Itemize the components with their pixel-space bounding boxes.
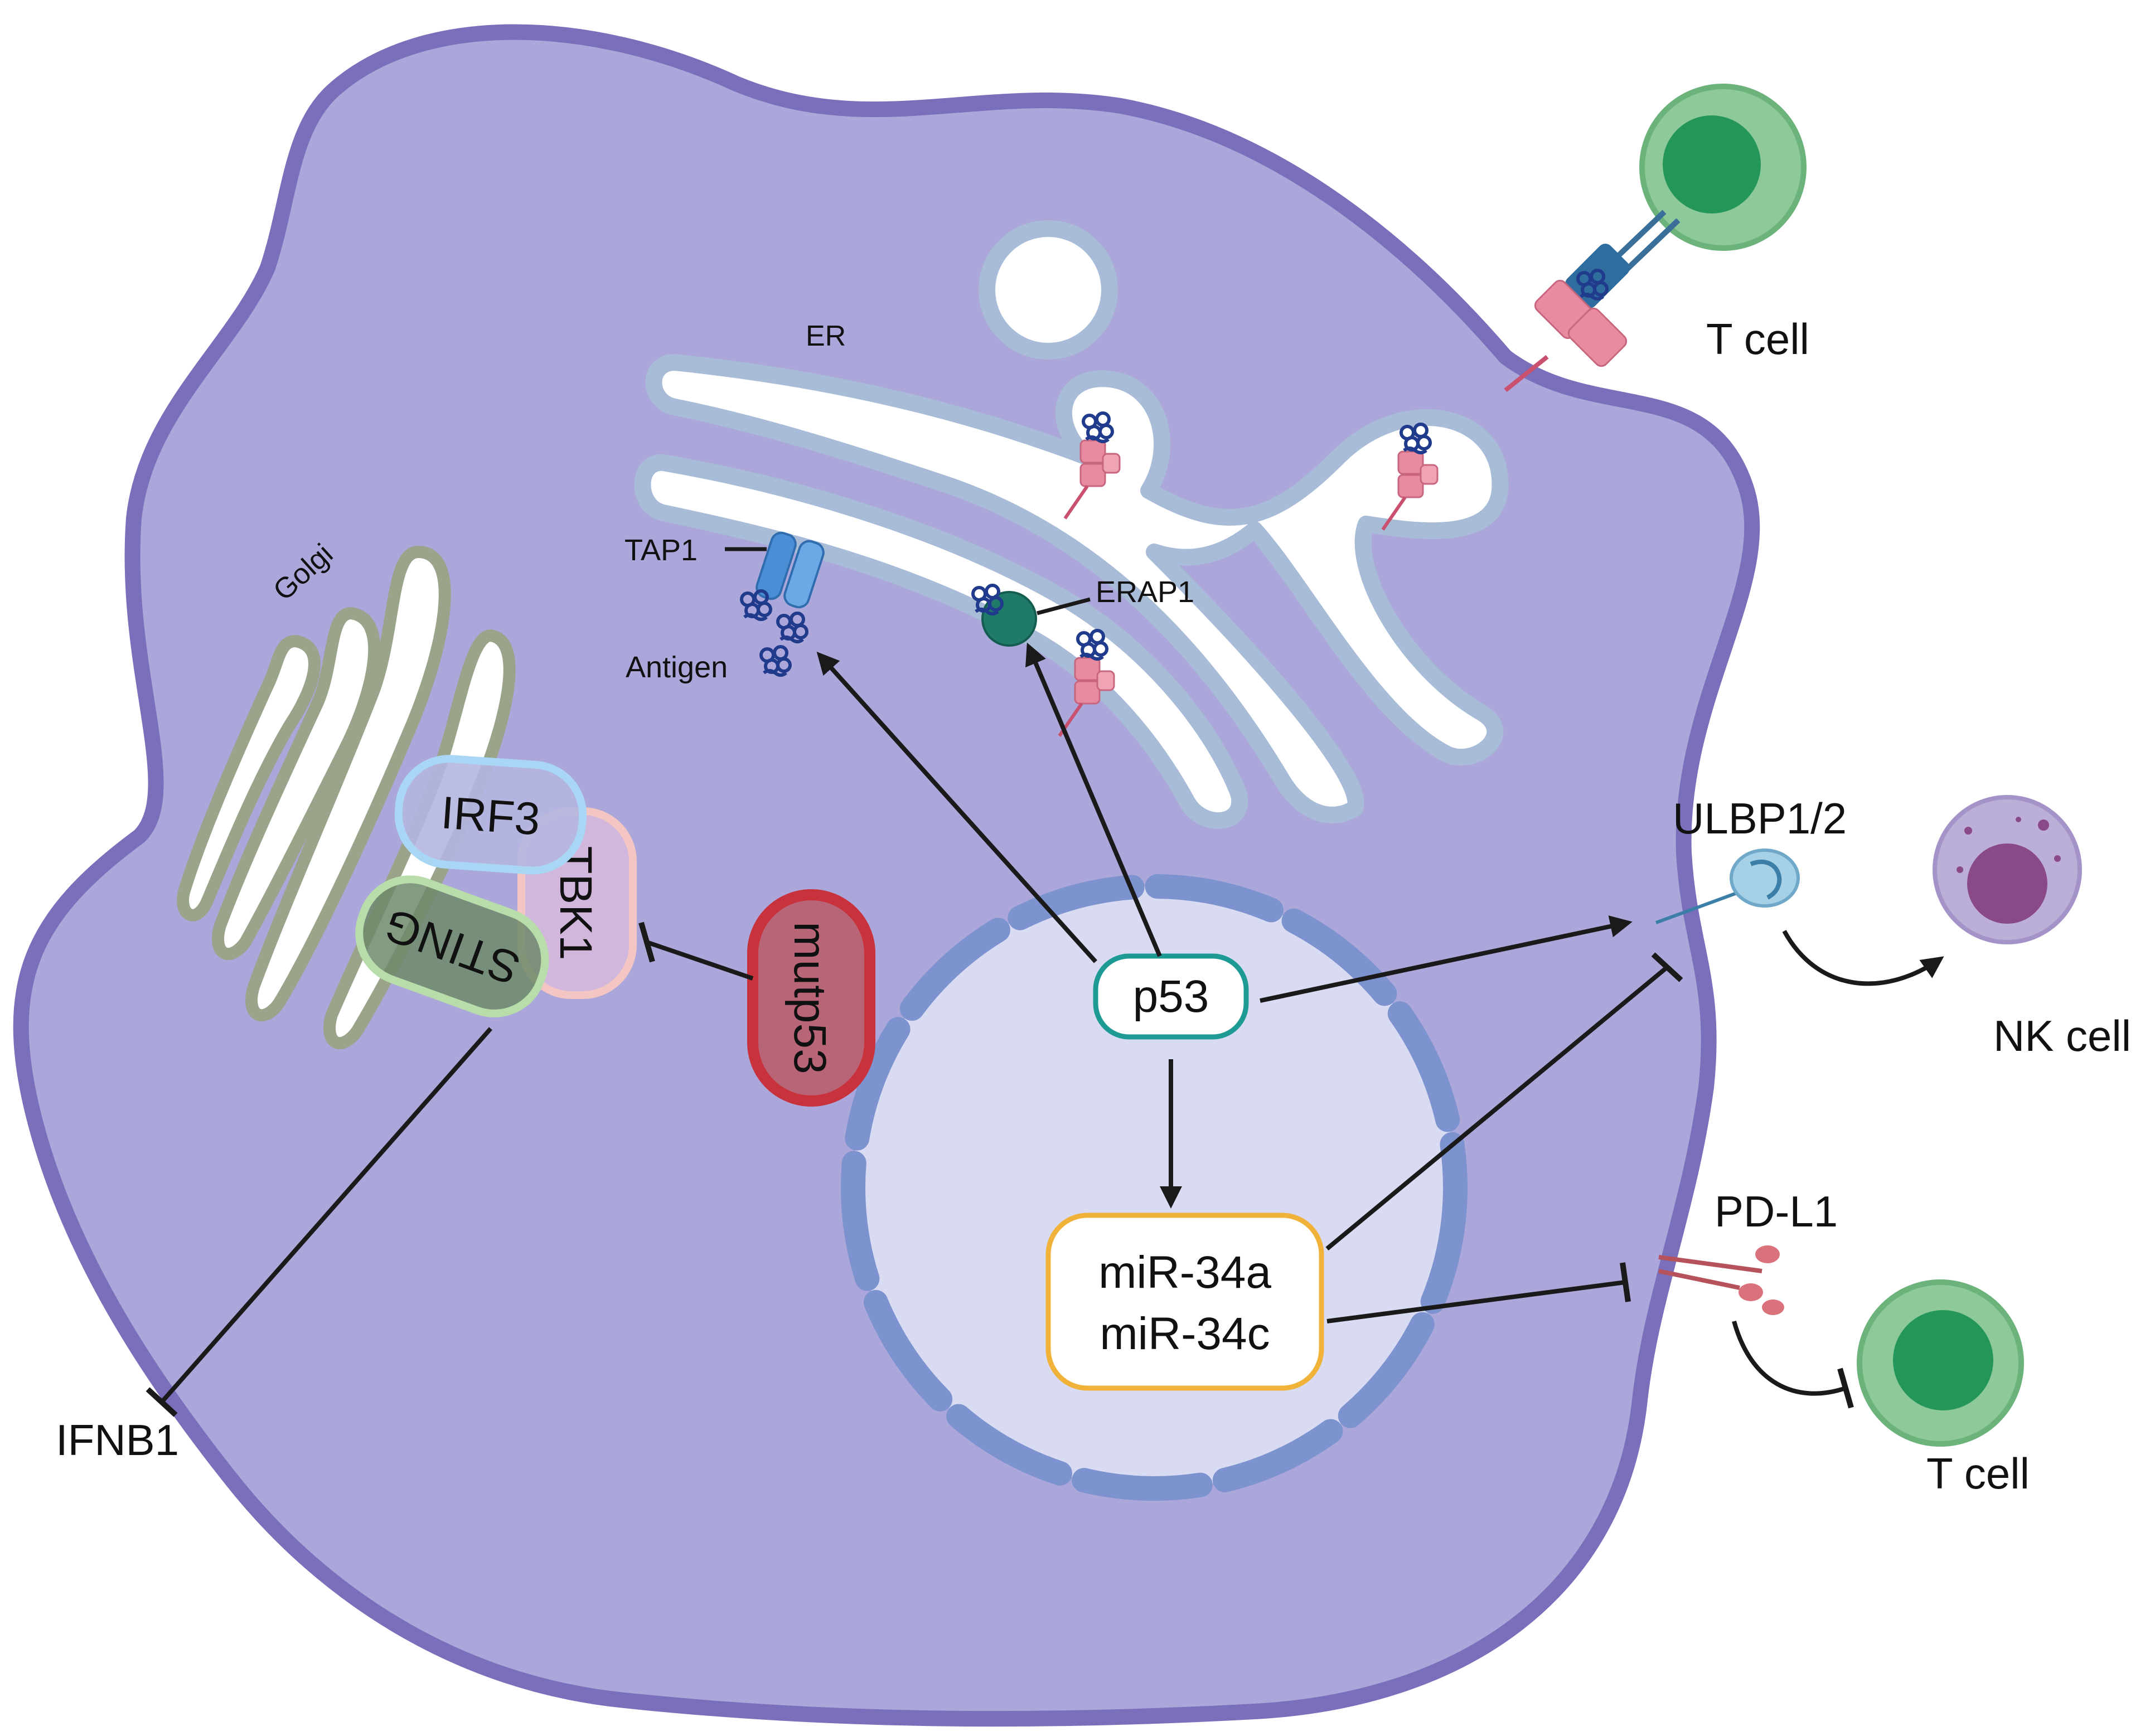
endoplasmic-reticulum bbox=[634, 220, 1509, 829]
sting-node: STING bbox=[355, 875, 549, 1017]
arrow-p53-erap1 bbox=[1025, 642, 1162, 957]
nk-cell bbox=[1933, 795, 2082, 944]
t-cell-bottom bbox=[1857, 1279, 2024, 1447]
inhibit-pdl1-tcell bbox=[1732, 1320, 1847, 1396]
t-cell-top-label: T cell bbox=[1706, 314, 1809, 363]
ulbp-icon bbox=[1655, 848, 1800, 924]
ifnb1-label: IFNB1 bbox=[56, 1415, 179, 1465]
p53-node: p53 bbox=[1093, 953, 1249, 1040]
erap1-icon bbox=[973, 585, 1037, 647]
erap1-label: ERAP1 bbox=[1096, 575, 1194, 609]
pdl1-icon bbox=[1658, 1245, 1784, 1315]
t-cell-bottom-label: T cell bbox=[1926, 1449, 2030, 1498]
irf3-label: IRF3 bbox=[439, 787, 542, 845]
inhibit-mutp53-tbk1 bbox=[646, 940, 754, 981]
t-cell-top bbox=[1639, 84, 1807, 251]
ulbp-label: ULBP1/2 bbox=[1673, 794, 1847, 843]
tap1-icon bbox=[756, 531, 825, 609]
inhibit-mir-pdl1 bbox=[1326, 1280, 1626, 1323]
mir34-node: miR-34a miR-34c bbox=[1045, 1213, 1324, 1391]
mutp53-node: mutp53 bbox=[747, 889, 875, 1107]
tcr-mhc-complex bbox=[1504, 210, 1681, 392]
arrows bbox=[146, 547, 1944, 1417]
antigen-label: Antigen bbox=[626, 651, 728, 684]
mir34a-label: miR-34a bbox=[1098, 1247, 1271, 1298]
tap1-label: TAP1 bbox=[624, 534, 698, 567]
p53-label: p53 bbox=[1133, 971, 1209, 1022]
arrow-p53-antigen bbox=[816, 652, 1097, 963]
irf3-node: IRF3 bbox=[394, 755, 587, 875]
er-label: ER bbox=[806, 320, 846, 352]
inhibit-sting-ifnb1 bbox=[159, 1027, 493, 1404]
mir34c-label: miR-34c bbox=[1100, 1308, 1270, 1359]
mutp53-label: mutp53 bbox=[785, 922, 835, 1074]
arrow-ulbp-nk bbox=[1782, 930, 1944, 986]
pdl1-label: PD-L1 bbox=[1715, 1187, 1838, 1236]
arrow-p53-ulbp bbox=[1260, 915, 1633, 1003]
inhibit-mir-ulbp bbox=[1325, 965, 1669, 1251]
nk-cell-label: NK cell bbox=[1993, 1011, 2131, 1060]
